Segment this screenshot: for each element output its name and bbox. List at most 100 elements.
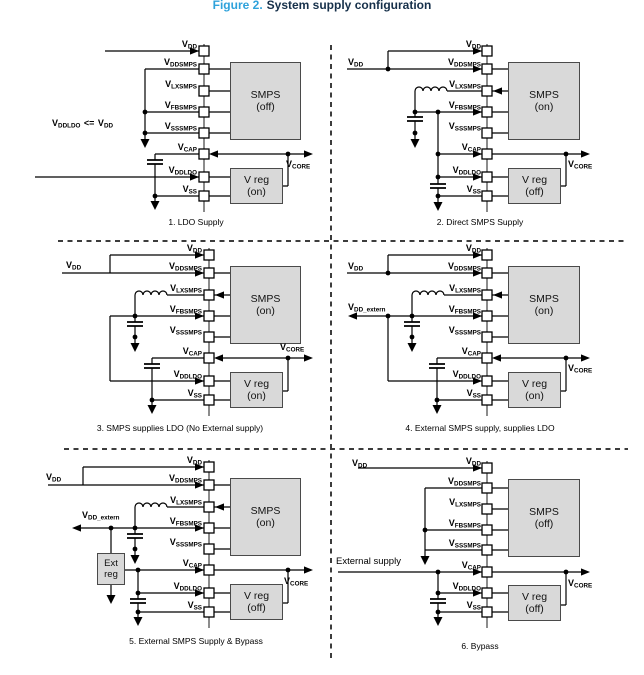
pin-label-vss: VSS bbox=[466, 600, 481, 612]
junction-dots bbox=[385, 66, 569, 199]
pin-label-vss: VSS bbox=[182, 184, 197, 196]
smps-state: (on) bbox=[534, 101, 554, 113]
smps-label: SMPS bbox=[250, 88, 281, 101]
vreg-state: (off) bbox=[525, 186, 544, 198]
smps-label: SMPS bbox=[529, 88, 559, 101]
diagram-3-wiring bbox=[62, 248, 313, 416]
pin-label-vsssmps: VSSSMPS bbox=[448, 538, 481, 550]
vreg-state: (off) bbox=[247, 602, 266, 614]
divider-horizontal-1 bbox=[58, 240, 628, 242]
pin-label-vcap: VCAP bbox=[461, 346, 481, 358]
vreg-label: V reg bbox=[243, 589, 270, 602]
diagram-caption: 5. External SMPS Supply & Bypass bbox=[129, 636, 263, 646]
smps-label: SMPS bbox=[529, 505, 559, 518]
condition-label: VDDLDO <= VDD bbox=[52, 118, 114, 130]
diagram-6-wiring bbox=[338, 461, 590, 628]
vreg-block: V reg (off) bbox=[230, 584, 283, 620]
vcore-label: VCORE bbox=[284, 576, 309, 588]
pin-label-vfbsmps: VFBSMPS bbox=[448, 518, 481, 530]
smps-label: SMPS bbox=[250, 504, 281, 517]
vdd-source-label: VDD bbox=[348, 57, 364, 69]
pin-label-vdd: VDD bbox=[465, 243, 481, 255]
pin-label-vss: VSS bbox=[466, 184, 481, 196]
chip-pins bbox=[198, 45, 210, 202]
vreg-state: (off) bbox=[525, 603, 544, 615]
pin-label-vddsmps: VDDSMPS bbox=[164, 57, 197, 69]
divider-vertical bbox=[330, 45, 332, 660]
capacitor-icons bbox=[407, 116, 446, 189]
ground-icon bbox=[420, 556, 443, 626]
smps-state: (on) bbox=[256, 517, 275, 529]
arrowheads bbox=[348, 251, 590, 385]
smps-label: SMPS bbox=[529, 292, 559, 305]
pin-label-vfbsmps: VFBSMPS bbox=[448, 100, 481, 112]
inductor-icon bbox=[414, 86, 448, 92]
diagram-caption: 2. Direct SMPS Supply bbox=[436, 217, 524, 227]
pin-label-vdd: VDD bbox=[186, 455, 202, 467]
pin-label-vss: VSS bbox=[466, 388, 481, 400]
smps-state: (off) bbox=[256, 101, 275, 113]
pin-label-vddldo: VDDLDO bbox=[452, 581, 481, 593]
vcore-label: VCORE bbox=[280, 342, 305, 354]
vreg-block: V reg (on) bbox=[508, 372, 561, 408]
smps-state: (on) bbox=[256, 305, 275, 317]
diagram-caption: 4. External SMPS supply, supplies LDO bbox=[405, 423, 555, 433]
vdd-extern-label: VDD_extern bbox=[82, 510, 120, 522]
vreg-block: V reg (off) bbox=[508, 168, 561, 204]
pin-label-vss: VSS bbox=[187, 388, 202, 400]
ext-reg-label-line1: Ext bbox=[104, 558, 118, 569]
pin-label-vsssmps: VSSSMPS bbox=[448, 325, 481, 337]
capacitor-icon bbox=[430, 598, 446, 604]
capacitor-icons bbox=[127, 321, 160, 369]
diagram-4-external-smps-supplies-ldo: SMPS (on) V reg (on) VDD VDDSMPS VLXSMPS… bbox=[330, 243, 630, 450]
vcore-label: VCORE bbox=[286, 159, 311, 171]
divider-horizontal-2 bbox=[64, 448, 628, 450]
pin-label-vsssmps: VSSSMPS bbox=[169, 325, 202, 337]
external-supply-label: External supply bbox=[336, 556, 401, 567]
arrowheads bbox=[195, 251, 313, 385]
diagram-1-ldo-supply: SMPS (off) V reg (on) VDD VDDSMPS VLXSMP… bbox=[30, 39, 330, 245]
pin-label-vdd: VDD bbox=[465, 456, 481, 468]
arrowheads bbox=[473, 464, 590, 597]
chip-pins bbox=[203, 249, 215, 406]
vreg-label: V reg bbox=[243, 377, 270, 390]
pin-label-vddsmps: VDDSMPS bbox=[169, 473, 202, 485]
vcore-label: VCORE bbox=[568, 159, 593, 171]
vreg-label: V reg bbox=[243, 173, 270, 186]
pin-label-vddldo: VDDLDO bbox=[452, 165, 481, 177]
smps-label: SMPS bbox=[250, 292, 281, 305]
inductor-icon bbox=[134, 290, 168, 296]
pin-label-vcap: VCAP bbox=[182, 558, 202, 570]
vreg-state: (on) bbox=[247, 186, 266, 198]
pin-label-vsssmps: VSSSMPS bbox=[169, 537, 202, 549]
junction-dots bbox=[422, 527, 569, 615]
pin-label-vddsmps: VDDSMPS bbox=[448, 476, 481, 488]
vreg-state: (on) bbox=[247, 390, 266, 402]
pin-label-vcap: VCAP bbox=[182, 346, 202, 358]
chip-pins bbox=[203, 461, 215, 618]
vreg-state: (on) bbox=[525, 390, 544, 402]
pin-label-vfbsmps: VFBSMPS bbox=[448, 304, 481, 316]
ext-reg-block: Ext reg bbox=[97, 553, 125, 585]
smps-block: SMPS (on) bbox=[508, 62, 580, 140]
ext-reg-label-line2: reg bbox=[104, 569, 118, 580]
vreg-block: V reg (off) bbox=[508, 585, 561, 621]
wires bbox=[338, 467, 581, 617]
vdd-source-label: VDD bbox=[352, 458, 368, 470]
figure-title: Figure 2.System supply configuration bbox=[0, 0, 644, 12]
junction-dots bbox=[142, 109, 291, 199]
smps-block: SMPS (on) bbox=[508, 266, 580, 344]
pin-label-vddsmps: VDDSMPS bbox=[448, 57, 481, 69]
smps-block: SMPS (on) bbox=[230, 478, 301, 556]
pin-label-vsssmps: VSSSMPS bbox=[164, 121, 197, 133]
smps-block: SMPS (off) bbox=[230, 62, 301, 140]
chip-pins bbox=[481, 45, 493, 202]
diagram-caption: 1. LDO Supply bbox=[168, 217, 224, 227]
arrowheads bbox=[190, 47, 313, 181]
vdd-extern-label: VDD_extern bbox=[348, 302, 386, 314]
pin-label-vddsmps: VDDSMPS bbox=[169, 261, 202, 273]
diagram-1-wiring bbox=[35, 44, 313, 212]
vreg-label: V reg bbox=[521, 173, 548, 186]
capacitor-icon bbox=[147, 159, 163, 165]
ground-icon bbox=[130, 343, 157, 414]
